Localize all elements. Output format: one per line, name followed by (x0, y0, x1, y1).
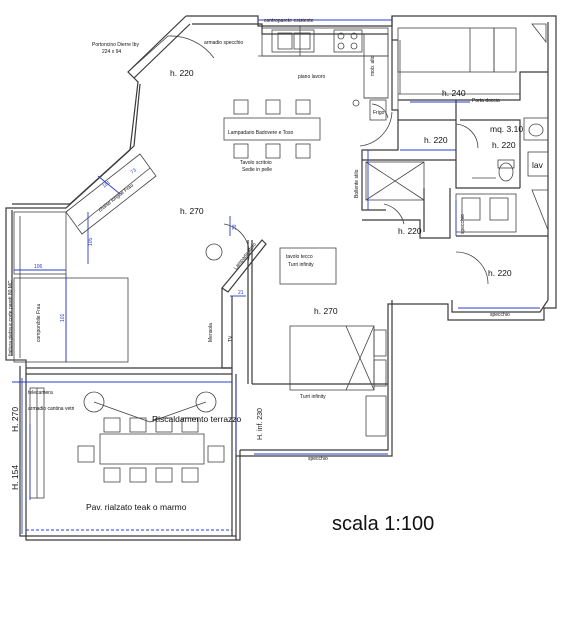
terrace (29, 387, 225, 499)
centre-items (205, 216, 337, 285)
label-h270-living: h. 270 (180, 206, 204, 216)
label-bollente: Bollente stilo (354, 169, 360, 198)
label-h270-left: H. 270 (10, 407, 20, 432)
outer-walls (5, 15, 557, 541)
label-h154: H. 154 (10, 465, 20, 490)
label-lampadario: Lampadario Badovere e Toso (228, 130, 293, 136)
label-sedie: Sedie in pelle (242, 167, 272, 173)
dim-106: 106 (34, 264, 43, 270)
label-mq: mq. 3.10 (490, 124, 523, 134)
label-mensola: Mensola (208, 323, 214, 342)
label-scala: scala 1:100 (332, 513, 434, 535)
label-lav: lav (532, 160, 544, 170)
label-armadio-specchio: armadio specchio (204, 40, 243, 46)
dim-181: 181 (102, 180, 112, 190)
label-tavolo: Tavolo scritoio (240, 160, 272, 166)
label-specchio-bed: specchio (308, 456, 328, 462)
label-h270-bed: h. 270 (314, 306, 338, 316)
label-specchio-1: specchio (460, 214, 466, 234)
kitchen (258, 26, 389, 121)
room-labels: controparete esistente Portoncino Dierre… (8, 18, 544, 535)
bathroom-corridor (365, 161, 549, 233)
label-h220-corridor: h. 220 (398, 226, 422, 236)
dim-39: 39 (232, 224, 238, 230)
label-telecamera: telecamera (28, 390, 53, 396)
label-h220-right: h. 220 (488, 268, 512, 278)
dim-105: 105 (88, 237, 94, 246)
label-tavolo-tecco: tavolo tecco (286, 254, 313, 260)
door-swings (127, 35, 489, 285)
label-armadio-vetri: armadio cantina vetri (28, 406, 74, 412)
label-turri-2: Turri infinity (300, 394, 326, 400)
dim-21: 21 (238, 290, 244, 296)
bathroom-right (472, 117, 549, 182)
label-finitura: finitura pietra e corte pareti 80 MC (8, 280, 14, 356)
label-h220-entry: h. 220 (170, 68, 194, 78)
label-turri-1: Turri infinity (288, 262, 314, 268)
dimension-labels: 181 73 105 106 101 21 39 (34, 167, 244, 322)
label-mob-alto: mob. alto (370, 55, 376, 76)
label-pavimento: Pav. rialzato teak o marmo (86, 502, 187, 512)
label-controparete: controparete esistente (264, 18, 314, 24)
label-h-inf: H. inf. 230 (257, 408, 264, 440)
label-lampada: Lampada stelo (233, 242, 258, 272)
label-porta-doccia: Porta doccia (472, 98, 500, 104)
top-right-room (397, 23, 547, 103)
label-frigo: Frigo (373, 110, 385, 116)
label-h220-bath2: h. 220 (492, 140, 516, 150)
bedroom (289, 325, 387, 437)
label-riscaldamento: Riscaldamento terrazzo (152, 414, 242, 424)
label-portoncino-size: 224 x 94 (102, 49, 121, 55)
label-h240: h. 240 (442, 88, 466, 98)
label-specchio-2: specchio (490, 312, 510, 318)
dim-73: 73 (130, 167, 138, 175)
label-tv: TV (228, 335, 234, 342)
dimension-lines (12, 19, 540, 534)
label-portoncino: Portoncino Dierre Iby (92, 42, 139, 48)
label-componibile: componibile Frau (36, 303, 42, 342)
label-piano-lavoro: piano lavoro (298, 74, 325, 80)
dining-table-top (223, 99, 321, 159)
label-h220-bath1: h. 220 (424, 135, 448, 145)
dim-101: 101 (60, 313, 66, 322)
